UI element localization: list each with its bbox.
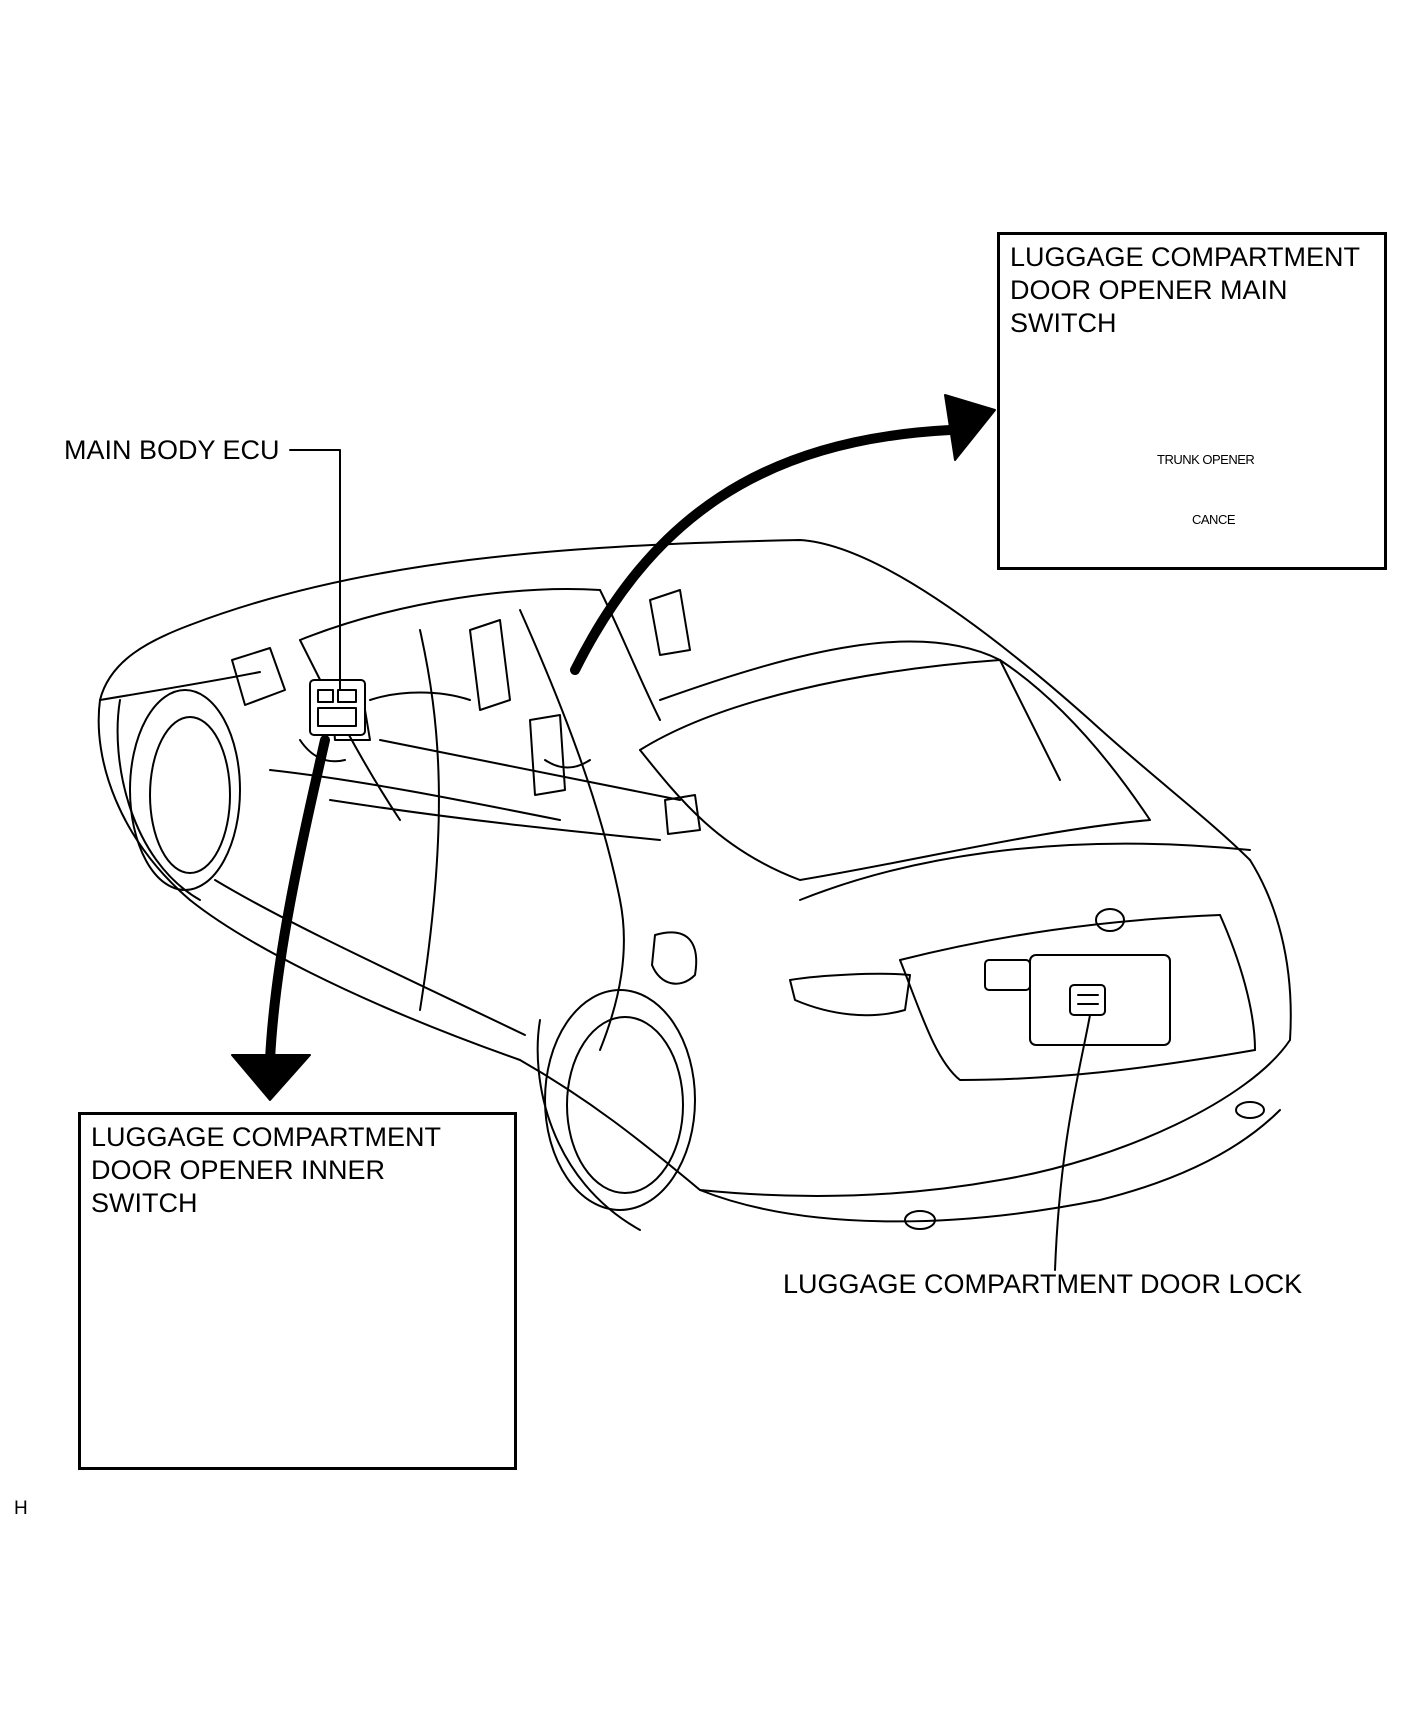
main-body-ecu-label: MAIN BODY ECU [64,435,280,465]
figure-code: H [14,1498,28,1519]
arrow-to-inner-switch [231,735,330,1101]
door-lock-leader [1054,1014,1091,1271]
main-body-ecu-icon [299,679,366,763]
trunk-opener-text: TRUNK OPENER [1157,452,1255,467]
inner-switch-callout: LUGGAGE COMPARTMENT DOOR OPENER INNER SW… [78,1112,517,1470]
door-lock-label: LUGGAGE COMPARTMENT DOOR LOCK [783,1269,1303,1299]
main-switch-title: LUGGAGE COMPARTMENT DOOR OPENER MAIN SWI… [1010,242,1361,338]
car-outline [97,539,1292,1231]
main-body-ecu-leader [289,449,341,691]
main-switch-callout: LUGGAGE COMPARTMENT DOOR OPENER MAIN SWI… [997,232,1387,570]
cancel-text: CANCE [1192,512,1236,527]
inner-switch-title: LUGGAGE COMPARTMENT DOOR OPENER INNER SW… [91,1122,442,1218]
door-lock-icon [1069,984,1106,1016]
arrow-to-main-switch [570,394,996,675]
